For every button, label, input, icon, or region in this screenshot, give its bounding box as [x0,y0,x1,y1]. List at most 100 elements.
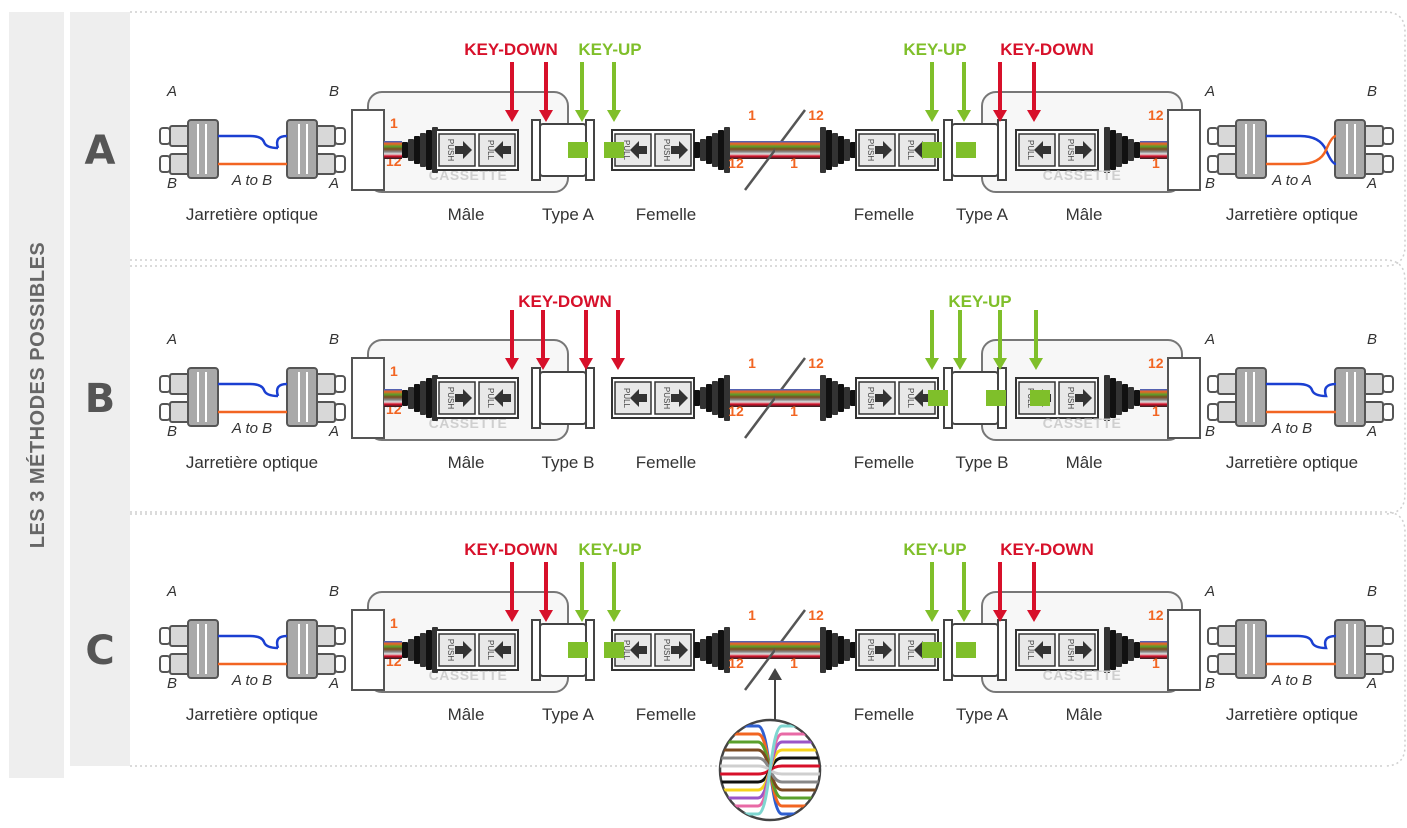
connector-strain-relief-boot [694,375,730,421]
push-pull-tab-label: PUSH [866,387,875,409]
blue-fiber [218,382,279,398]
direction-arrow-icon [1034,641,1051,659]
key-up-label: KEY-UP [948,292,1011,311]
fiber-ribbon [384,141,402,159]
blue-fiber [218,634,279,650]
pin-label: A [328,423,339,440]
adapter-type-label: Type B [956,453,1009,472]
push-pull-tab-label: PUSH [866,139,875,161]
push-pull-tab-label: PUSH [446,139,455,161]
blue-fiber [275,382,288,397]
fiber-number: 1 [1152,655,1160,671]
key-position-arrow-head [993,110,1007,122]
blue-fiber [1266,382,1337,398]
fiber-ribbon [1140,141,1168,159]
blue-fiber [275,634,288,649]
component-label: Mâle [1066,205,1103,224]
row-letter: B [85,376,116,422]
pin-label: B [167,675,177,692]
connector-key-tab [604,142,624,158]
duplex-lc-connector [1334,619,1394,679]
connector-key-tab [928,390,948,406]
connector-key-tab [986,390,1006,406]
connector-strain-relief-boot [820,375,856,421]
duplex-lc-connector [1207,119,1267,179]
blue-fiber [275,134,288,149]
key-position-arrow-head [957,610,971,622]
key-position-arrow-head [953,358,967,370]
mpo-adapter [531,367,595,429]
direction-arrow-icon [630,389,647,407]
direction-arrow-icon [455,141,472,159]
direction-arrow-icon [875,641,892,659]
key-up-label: KEY-UP [903,540,966,559]
cassette-label: CASSETTE [1043,415,1122,431]
blue-fiber [218,134,279,150]
fiber-number: 1 [790,155,798,171]
fiber-number: 1 [748,607,756,623]
pin-label: B [1205,675,1215,692]
key-down-label: KEY-DOWN [1000,40,1094,59]
component-label: Femelle [854,453,914,472]
direction-arrow-icon [455,641,472,659]
pin-label: B [167,423,177,440]
push-pull-tab-label: PULL [1026,640,1035,661]
fiber-number: 1 [1152,155,1160,171]
component-label: Jarretière optique [1226,453,1358,472]
crossover-fiber [720,724,820,816]
blue-fiber [1266,634,1337,650]
pin-label: A [1204,583,1215,600]
pin-label: A [1204,331,1215,348]
key-position-arrow-head [1027,110,1041,122]
duplex-lc-connector [1207,367,1267,427]
pin-label: B [167,175,177,192]
adapter-type-label: Type A [956,705,1009,724]
push-pull-tab-label: PUSH [1066,139,1075,161]
pin-label: A [1204,83,1215,100]
push-pull-tab-label: PUSH [662,387,671,409]
component-label: Mâle [448,453,485,472]
adapter-type-label: Type A [542,205,595,224]
pin-label: A [1366,423,1377,440]
key-position-arrow-head [579,358,593,370]
fiber-number: 12 [808,607,824,623]
fiber-ribbon [1140,641,1168,659]
component-label: Jarretière optique [1226,205,1358,224]
key-position-arrow-head [536,358,550,370]
fiber-number: 1 [790,403,798,419]
direction-arrow-icon [1034,141,1051,159]
fiber-number: 1 [748,355,756,371]
connector-strain-relief-boot [820,627,856,673]
key-up-label: KEY-UP [903,40,966,59]
adapter-type-label: Type A [956,205,1009,224]
connector-key-tab [956,142,976,158]
pin-label: A [1366,675,1377,692]
pin-label: A [166,331,177,348]
duplex-lc-connector [1207,619,1267,679]
connector-strain-relief-boot [1104,627,1140,673]
key-position-arrow-head [539,110,553,122]
direction-arrow-icon [494,389,511,407]
push-pull-tab-label: PUSH [866,639,875,661]
fiber-ribbon [384,641,402,659]
cassette-label: CASSETTE [1043,667,1122,683]
direction-arrow-icon [630,141,647,159]
row-letter-panel [70,512,130,766]
row-letter: C [85,628,114,674]
connector-key-tab [1030,390,1050,406]
pin-label: A [328,175,339,192]
polarity-label: A to B [231,420,272,437]
fiber-number: 12 [808,107,824,123]
push-pull-tab-label: PULL [486,140,495,161]
